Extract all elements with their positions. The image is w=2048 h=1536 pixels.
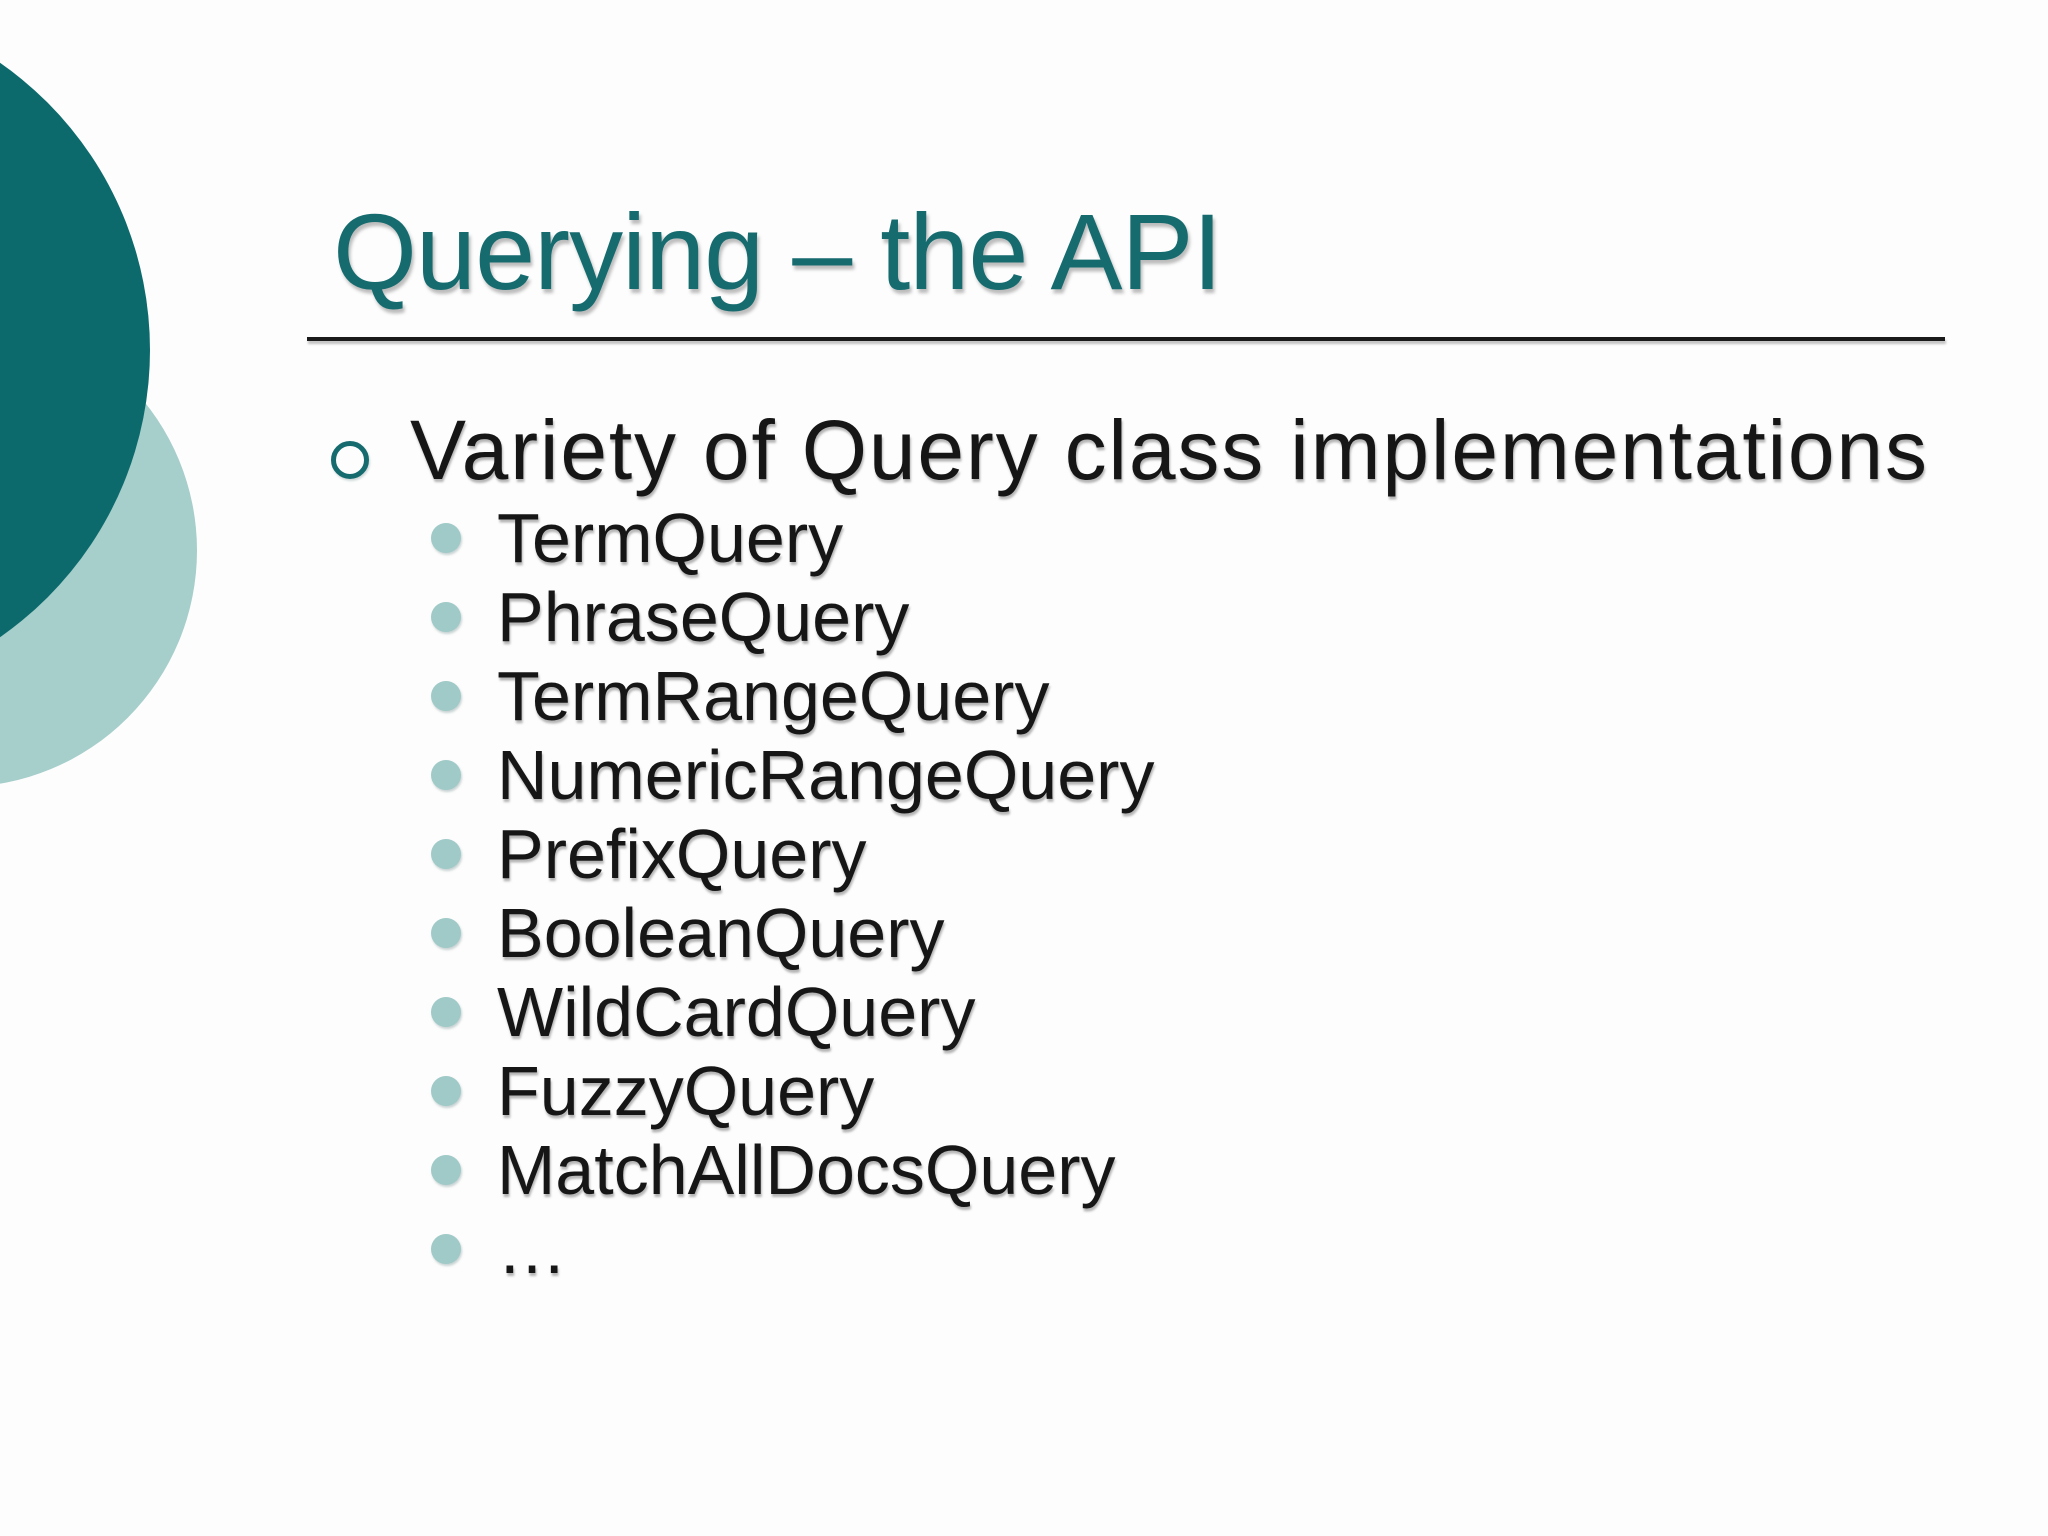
filled-circle-bullet-icon [431,1075,461,1106]
filled-circle-bullet-icon [431,838,461,869]
filled-circle-bullet-icon [431,522,461,553]
main-bullet-row: Variety of Query class implementations [331,404,1929,496]
filled-circle-bullet-icon [431,680,461,711]
list-item: FuzzyQuery [0,1051,1154,1130]
list-item: … [0,1209,1154,1288]
list-item-label: PhraseQuery [497,577,910,656]
list-item-label: BooleanQuery [497,893,945,972]
hollow-circle-bullet-icon [331,441,369,479]
list-item-label: WildCardQuery [497,972,976,1051]
filled-circle-bullet-icon [431,996,461,1027]
list-item-label: TermQuery [497,498,844,577]
list-item: PrefixQuery [0,814,1154,893]
list-item: BooleanQuery [0,893,1154,972]
filled-circle-bullet-icon [431,759,461,790]
query-class-list: TermQuery PhraseQuery TermRangeQuery Num… [0,498,1154,1288]
list-item-label: PrefixQuery [497,814,867,893]
list-item: NumericRangeQuery [0,735,1154,814]
filled-circle-bullet-icon [431,917,461,948]
list-item-label: MatchAllDocsQuery [497,1130,1116,1209]
list-item-label: TermRangeQuery [497,656,1050,735]
filled-circle-bullet-icon [431,1233,461,1264]
filled-circle-bullet-icon [431,1154,461,1185]
title-underline [307,337,1945,341]
list-item: TermQuery [0,498,1154,577]
filled-circle-bullet-icon [431,601,461,632]
page-title: Querying – the API [333,191,1223,312]
main-bullet-text: Variety of Query class implementations [410,403,1929,497]
list-item: PhraseQuery [0,577,1154,656]
list-item: TermRangeQuery [0,656,1154,735]
list-item: MatchAllDocsQuery [0,1130,1154,1209]
list-item-label: NumericRangeQuery [497,735,1155,814]
list-item-label: FuzzyQuery [497,1051,875,1130]
list-item-label: … [497,1209,567,1288]
list-item: WildCardQuery [0,972,1154,1051]
